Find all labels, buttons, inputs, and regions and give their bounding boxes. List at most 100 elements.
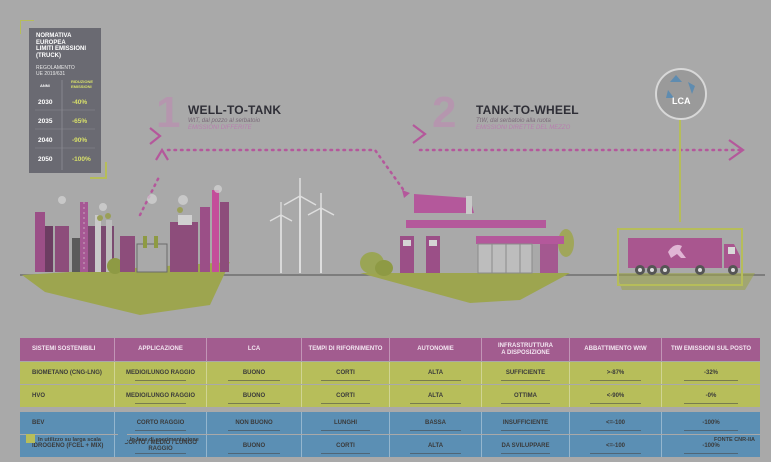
cell-underline: [683, 430, 739, 431]
cell-underline: [227, 380, 281, 381]
regulation-title-line-4: (TRUCK): [36, 52, 61, 59]
ground-patch-left: [22, 262, 230, 315]
table-cell-text: BEV: [32, 419, 45, 426]
step-2-title: TANK-TO-WHEEL: [476, 103, 579, 117]
table-cell: LUNGHI: [302, 412, 390, 434]
table-cell-text: <=-100: [605, 442, 626, 449]
table-header-cell: LCA: [207, 338, 302, 361]
ground-patch-right: [616, 273, 755, 290]
table-header-cell: AUTONOMIE: [390, 338, 482, 361]
truck-illustration: [617, 228, 743, 286]
step-1-description: WtT, dal pozzo al serbatoio: [188, 118, 261, 124]
cell-underline: [135, 403, 186, 404]
table-cell-text: <-90%: [606, 392, 625, 399]
regulation-value: -65%: [72, 118, 88, 125]
table-header-cell: APPLICAZIONE: [115, 338, 207, 361]
regulation-year: 2030: [38, 99, 53, 106]
table-cell-text: NON BUONO: [235, 419, 273, 426]
table-cell-text: MEDIO/LUNGO RAGGIO: [126, 369, 195, 376]
table-cell: ALTA: [390, 435, 482, 457]
regulation-subtitle-line-1: REGOLAMENTO: [36, 65, 75, 71]
regulation-year: 2050: [38, 156, 53, 163]
step-2-emissions: EMISSIONI DIRETTE DEL MEZZO: [476, 125, 571, 131]
legend-label-green: In utilizzo su larga scala: [38, 437, 101, 443]
cell-underline: [410, 380, 461, 381]
step-1-title: WELL-TO-TANK: [188, 103, 282, 117]
table-cell: CORTO / MEDIO / LUNGO RAGGIO: [115, 435, 207, 457]
table-cell: <-90%: [570, 385, 662, 407]
table-cell-text: HVO: [32, 392, 46, 399]
table-header-cell: INFRASTRUTTURA A DISPOSIZIONE: [482, 338, 570, 361]
table-cell-text: BUONO: [242, 392, 266, 399]
dotted-path: [138, 148, 744, 217]
wind-turbines-illustration: [269, 178, 335, 273]
arrow-heads: [402, 190, 410, 198]
table-cell: BUONO: [207, 362, 302, 384]
regulation-year: 2035: [38, 118, 53, 125]
table-cell: CORTI: [302, 362, 390, 384]
table-cell-text: BUONO: [242, 369, 266, 376]
table-cell-text: ALTA: [427, 369, 444, 376]
regulation-row: 2035 -65%: [32, 115, 98, 129]
regulation-title-line-3: LIMITI EMISSIONI: [36, 46, 87, 53]
regulation-title-line-2: EUROPEA: [36, 39, 66, 46]
table-row: IDROGENO (FCEL + MIX) CORTO / MEDIO / LUN…: [20, 435, 760, 457]
regulation-value: -100%: [72, 156, 91, 163]
regulation-value: -40%: [72, 99, 88, 106]
table-cell: >-87%: [570, 362, 662, 384]
cell-underline: [321, 403, 370, 404]
table-cell: SUFFICIENTE: [482, 362, 570, 384]
table-cell-text: MEDIO/LUNGO RAGGIO: [126, 392, 195, 399]
regulation-row: 2030 -40%: [32, 96, 98, 110]
cell-underline: [227, 453, 281, 454]
table-cell-text: CORTI: [336, 392, 355, 399]
table-cell-text: CORTO / MEDIO / LUNGO RAGGIO: [124, 439, 197, 453]
table-cell: MEDIO/LUNGO RAGGIO: [115, 385, 207, 407]
cell-underline: [321, 453, 370, 454]
table-cell: NON BUONO: [207, 412, 302, 434]
cell-underline: [683, 380, 739, 381]
table-cell-text: ALTA: [427, 392, 444, 399]
table-cell: HVO: [20, 385, 115, 407]
eu-regulation-box: NORMATIVA EUROPEA LIMITI EMISSIONI (TRUC…: [29, 28, 101, 173]
regulation-row: 2040 -90%: [32, 134, 98, 148]
table-header-cell: TEMPI DI RIFORNIMENTO: [302, 338, 390, 361]
regulation-frame-corners: [20, 20, 107, 179]
step-1-number: 1: [156, 88, 181, 137]
legend-swatch-blue: [118, 434, 127, 443]
cell-underline: [135, 453, 186, 454]
table-cell: BUONO: [207, 385, 302, 407]
cell-underline: [501, 430, 550, 431]
gas-station-illustration: [400, 194, 564, 274]
table-cell: CORTI: [302, 435, 390, 457]
source-label: FONTE CNR-IIA: [714, 437, 755, 443]
cell-underline: [501, 380, 550, 381]
table-cell-text: DA SVILUPPARE: [501, 442, 550, 449]
table-cell: IDROGENO (FCEL + MIX): [20, 435, 115, 457]
table-cell: INSUFFICIENTE: [482, 412, 570, 434]
cell-underline: [501, 403, 550, 404]
table-cell-text: LUNGHI: [334, 419, 357, 426]
table-cell: DA SVILUPPARE: [482, 435, 570, 457]
legend-label-blue: In fase di sperimentazione: [130, 437, 199, 443]
cell-underline: [227, 403, 281, 404]
table-cell-text: IDROGENO (FCEL + MIX): [32, 442, 104, 449]
table-cell-text: -100%: [702, 419, 720, 426]
cell-underline: [321, 430, 370, 431]
table-cell-text: CORTI: [336, 369, 355, 376]
table-cell: ALTA: [390, 385, 482, 407]
cell-underline: [410, 430, 461, 431]
table-cell: -32%: [662, 362, 760, 384]
table-cell-text: <=-100: [605, 419, 626, 426]
illustration: [20, 68, 765, 315]
cell-underline: [590, 403, 641, 404]
table-header-cell: TtW EMISSIONI SUL POSTO: [670, 346, 752, 353]
cell-underline: [135, 430, 186, 431]
regulation-value: -90%: [72, 137, 88, 144]
regulation-col-reduction: RIDUZIONE EMISSIONI: [71, 79, 93, 89]
table-cell-text: BIOMETANO (CNG-LNG): [32, 369, 102, 376]
table-cell: BASSA: [390, 412, 482, 434]
table-cell: CORTI: [302, 385, 390, 407]
